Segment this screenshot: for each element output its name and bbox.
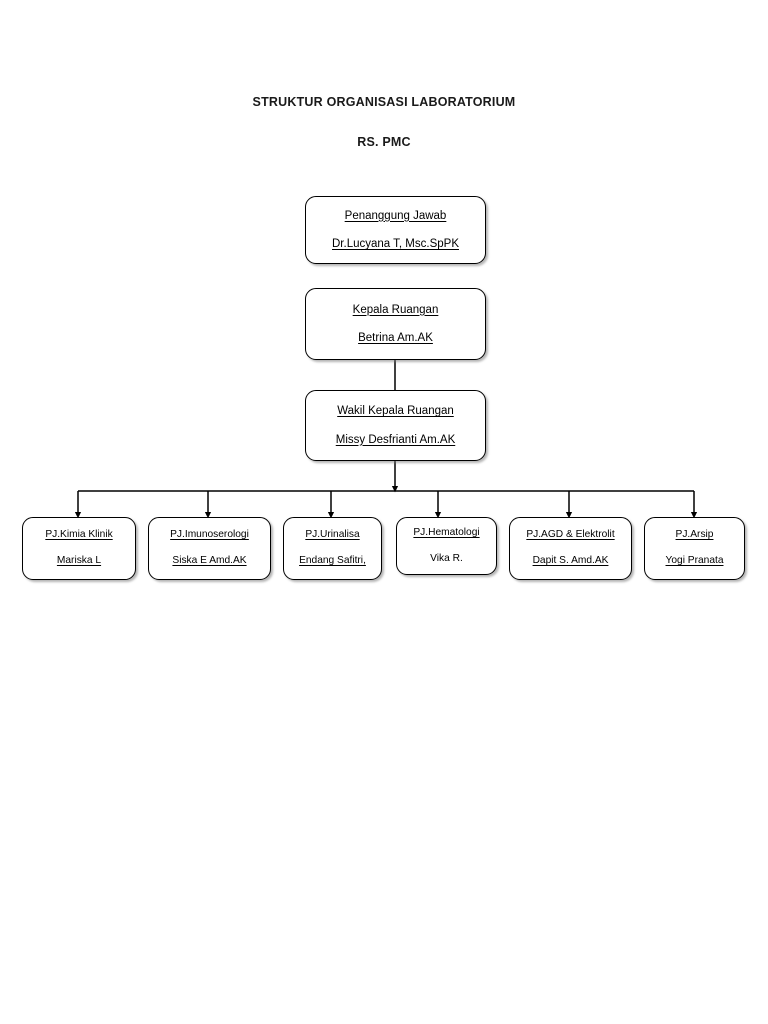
node-role-label: PJ.Hematologi (413, 526, 480, 538)
node-pj-imunoserologi[interactable]: PJ.Imunoserologi Siska E Amd.AK (148, 517, 271, 580)
node-person-name: Dapit S. Amd.AK (532, 555, 609, 566)
node-person-name: Endang Safitri, (299, 555, 366, 566)
node-person-name: Dr.Lucyana T, Msc.SpPK (332, 238, 459, 250)
node-role-label: PJ.AGD & Elektrolit (526, 529, 615, 541)
node-person-name: Siska E Amd.AK (172, 555, 247, 566)
node-role-label: PJ.Urinalisa (305, 529, 360, 541)
node-person-name: Mariska L (56, 555, 102, 566)
node-role-label: Wakil Kepala Ruangan (337, 405, 454, 418)
node-wakil-kepala-ruangan[interactable]: Wakil Kepala Ruangan Missy Desfrianti Am… (305, 390, 486, 461)
node-pj-agd-elektrolit[interactable]: PJ.AGD & Elektrolit Dapit S. Amd.AK (509, 517, 632, 580)
node-pj-urinalisa[interactable]: PJ.Urinalisa Endang Safitri, (283, 517, 382, 580)
node-role-label: Penanggung Jawab (344, 209, 447, 222)
node-pj-kimia-klinik[interactable]: PJ.Kimia Klinik Mariska L (22, 517, 136, 580)
node-pj-arsip[interactable]: PJ.Arsip Yogi Pranata (644, 517, 745, 580)
node-person-name: Yogi Pranata (665, 555, 724, 566)
node-kepala-ruangan[interactable]: Kepala Ruangan Betrina Am.AK (305, 288, 486, 360)
node-role-label: PJ.Imunoserologi (170, 529, 249, 541)
chart-title-secondary: RS. PMC (357, 135, 411, 149)
node-role-label: PJ.Arsip (675, 529, 714, 541)
node-penanggung-jawab[interactable]: Penanggung Jawab Dr.Lucyana T, Msc.SpPK (305, 196, 486, 264)
node-person-name: Missy Desfrianti Am.AK (335, 433, 456, 446)
node-role-label: PJ.Kimia Klinik (45, 529, 113, 541)
chart-title-primary: STRUKTUR ORGANISASI LABORATORIUM (252, 95, 516, 109)
node-person-name: Betrina Am.AK (358, 332, 433, 344)
node-pj-hematologi[interactable]: PJ.Hematologi Vika R. (396, 517, 497, 575)
node-person-name: Vika R. (430, 552, 463, 564)
node-role-label: Kepala Ruangan (352, 303, 439, 316)
